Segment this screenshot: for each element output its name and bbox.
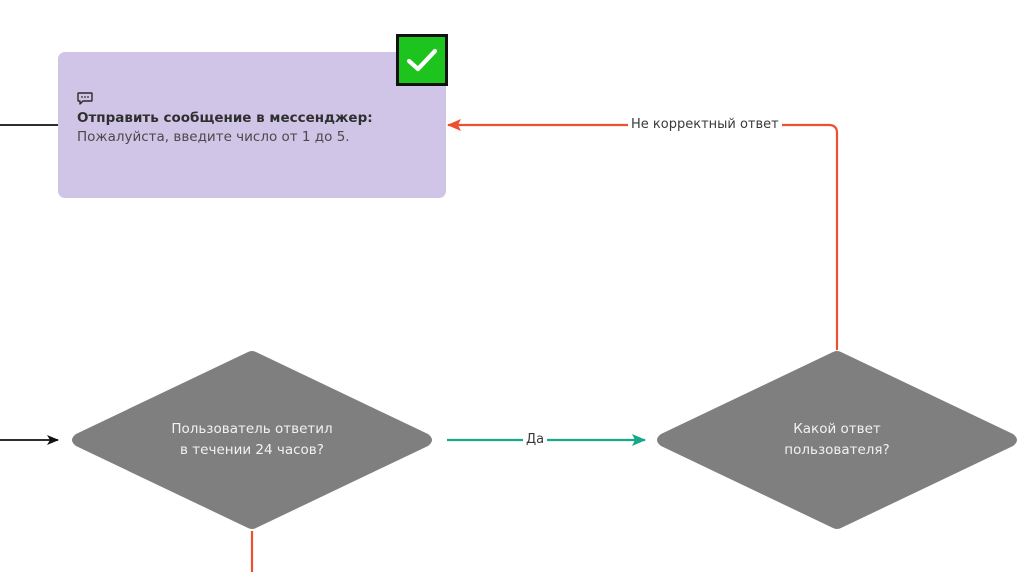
decision-text-line-1: Какой ответ <box>793 421 881 437</box>
edge-label-yes: Да <box>523 432 548 448</box>
decision-node-replied-24h-text: Пользователь ответил в течении 24 часов? <box>171 419 332 461</box>
decision-node-replied-24h[interactable] <box>72 351 432 529</box>
completed-badge <box>396 34 448 86</box>
decision-node-which-answer-text: Какой ответ пользователя? <box>784 419 889 461</box>
edge-incorrect-answer[interactable] <box>447 119 839 350</box>
decision-text-line-1: Пользователь ответил <box>171 421 333 437</box>
decision-node-which-answer[interactable] <box>657 351 1017 529</box>
checkmark-icon <box>406 48 438 72</box>
action-node-body: Пожалуйста, введите число от 1 до 5. <box>77 129 350 145</box>
decision-text-line-2: пользователя? <box>784 442 890 458</box>
action-node-title: Отправить сообщение в мессенджер: <box>77 110 373 126</box>
decision-text-line-2: в течении 24 часов? <box>180 442 324 458</box>
message-icon <box>77 92 93 105</box>
action-node-send-message[interactable]: Отправить сообщение в мессенджер: Пожалу… <box>58 52 446 198</box>
edge-label-incorrect-answer: Не корректный ответ <box>628 117 782 133</box>
